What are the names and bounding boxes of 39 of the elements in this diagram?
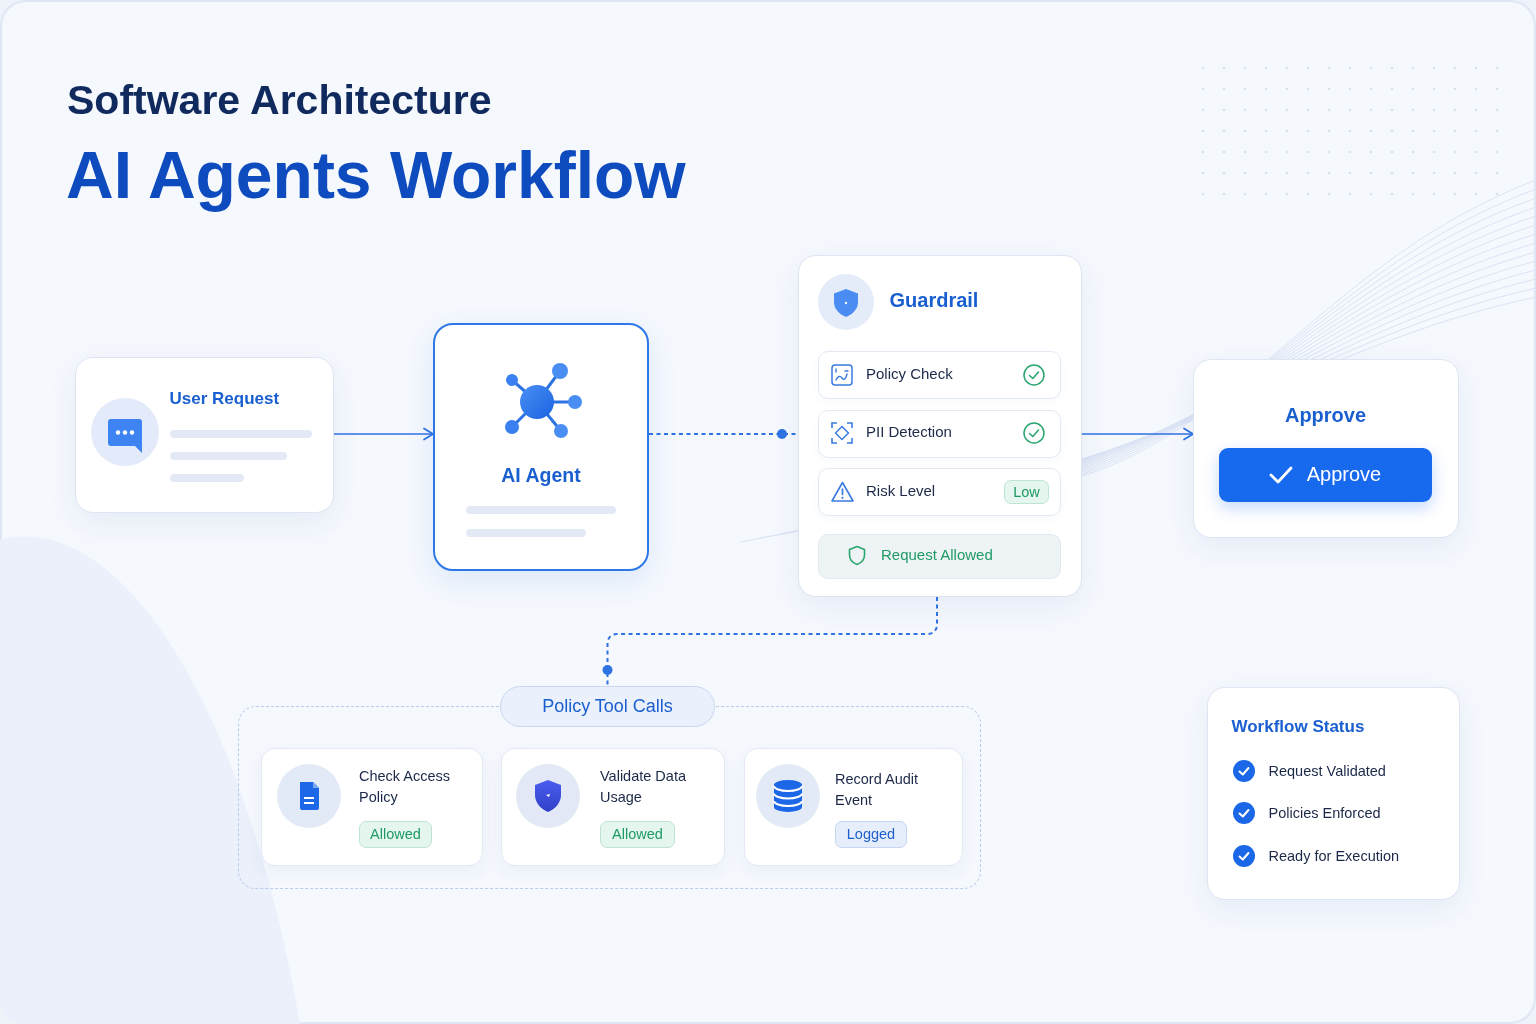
status-badge: Allowed [359, 821, 432, 848]
card-text: Record Audit Event [835, 770, 920, 810]
check-row [817, 350, 1061, 399]
arrow [333, 427, 434, 441]
check-row [817, 467, 1061, 516]
group-heading: Policy Tool Calls [500, 686, 715, 727]
card-title: User Request [169, 387, 280, 409]
status-card [1207, 687, 1460, 900]
card-title: AI Agent [500, 463, 582, 488]
diagram-title: AI Agents Workflow [66, 137, 686, 214]
tool-card [743, 747, 963, 866]
card-title: Approve [1283, 402, 1368, 428]
diagram-subtitle: Software Architecture [67, 76, 492, 125]
status-item: Request Validated [1268, 761, 1386, 780]
status-badge: Logged [835, 821, 907, 848]
agent-card [433, 323, 649, 571]
dashed-connector [602, 596, 938, 687]
tool-card [500, 747, 725, 866]
card-text: Check Access Policy [359, 767, 452, 807]
status-item: Ready for Execution [1268, 846, 1400, 865]
card-text: Validate Data Usage [600, 767, 687, 807]
approve-card [1193, 359, 1459, 538]
dashed-connector [648, 429, 799, 439]
status-item: Policies Enforced [1268, 803, 1381, 822]
row-label: Request Allowed [881, 546, 993, 565]
guardrail-card [798, 255, 1082, 597]
approve-button: Approve [1218, 447, 1432, 502]
row-label: Risk Level [866, 482, 936, 501]
row-label: PII Detection [866, 423, 952, 442]
request-card [75, 357, 334, 513]
card-title: Workflow Status [1231, 715, 1365, 737]
status-badge: Allowed [600, 821, 675, 848]
tool-card [260, 747, 483, 866]
result-row [817, 533, 1061, 579]
row-label: Policy Check [866, 365, 953, 384]
card-title: Guardrail [889, 287, 979, 313]
check-row [817, 409, 1061, 458]
risk-badge: Low [1004, 480, 1049, 504]
arrow [1081, 427, 1194, 441]
